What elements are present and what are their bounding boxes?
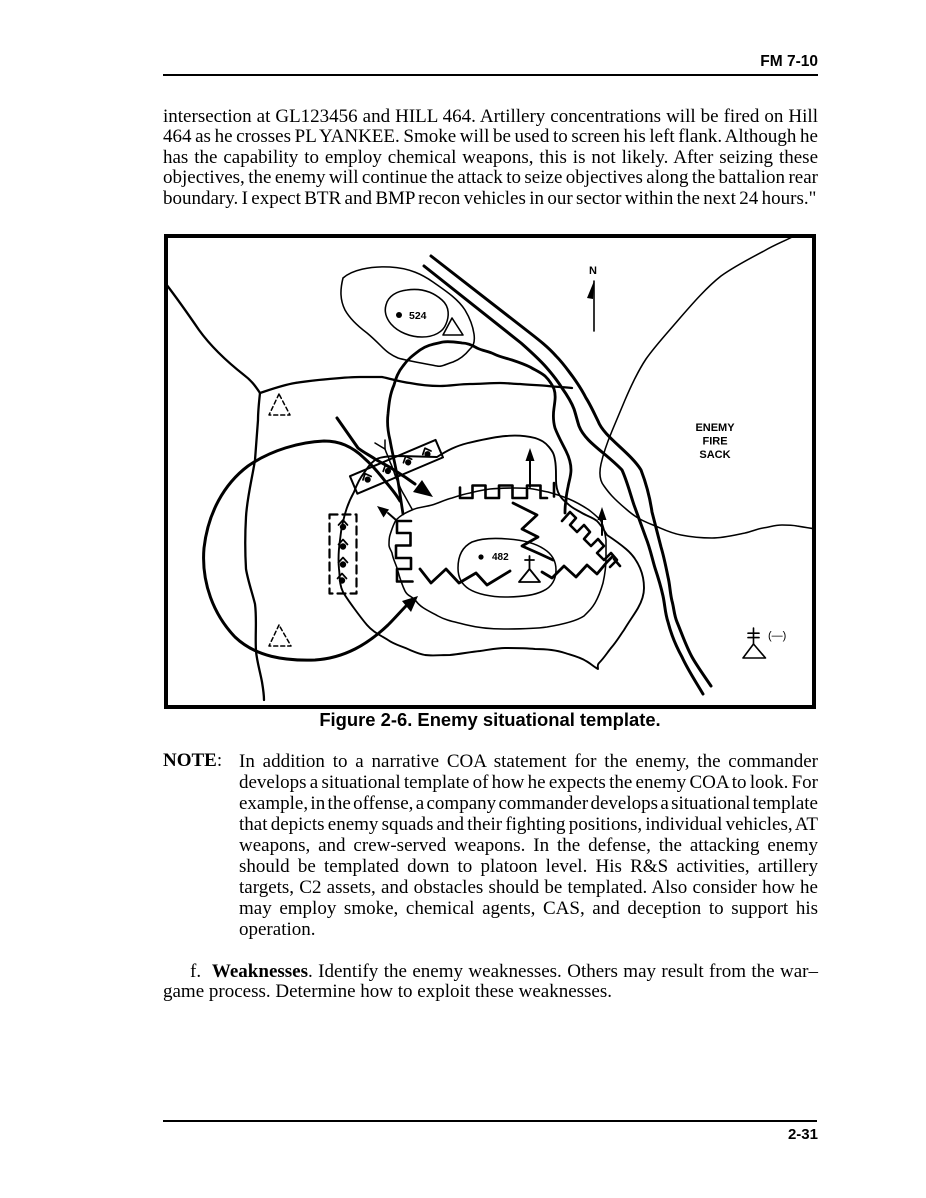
svg-text:524: 524 [409,310,427,322]
svg-text:FIRE: FIRE [702,436,727,448]
svg-text:482: 482 [492,552,509,563]
svg-text:(—): (—) [768,630,786,642]
svg-text:SACK: SACK [699,449,730,461]
svg-text:N: N [589,265,597,277]
svg-text:ENEMY: ENEMY [695,422,735,434]
